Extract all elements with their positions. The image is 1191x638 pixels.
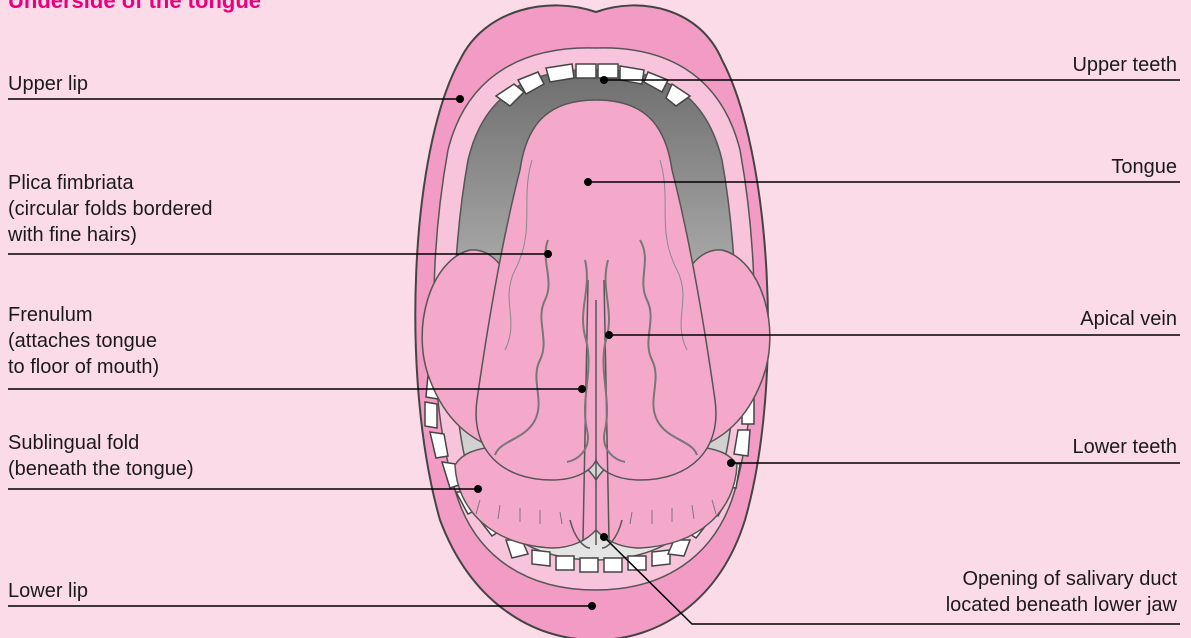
- label-sublingual-fold: Sublingual fold (beneath the tongue): [8, 430, 194, 482]
- label-apical-vein: Apical vein: [1080, 306, 1177, 332]
- label-plica-fimbriata: Plica fimbriata (circular folds bordered…: [8, 170, 213, 248]
- label-upper-lip: Upper lip: [8, 71, 88, 97]
- label-lower-lip: Lower lip: [8, 578, 88, 604]
- label-lower-teeth: Lower teeth: [1072, 434, 1177, 460]
- label-frenulum: Frenulum (attaches tongue to floor of mo…: [8, 302, 159, 380]
- label-salivary-duct: Opening of salivary duct located beneath…: [946, 566, 1177, 618]
- label-tongue: Tongue: [1111, 154, 1177, 180]
- label-upper-teeth: Upper teeth: [1072, 52, 1177, 78]
